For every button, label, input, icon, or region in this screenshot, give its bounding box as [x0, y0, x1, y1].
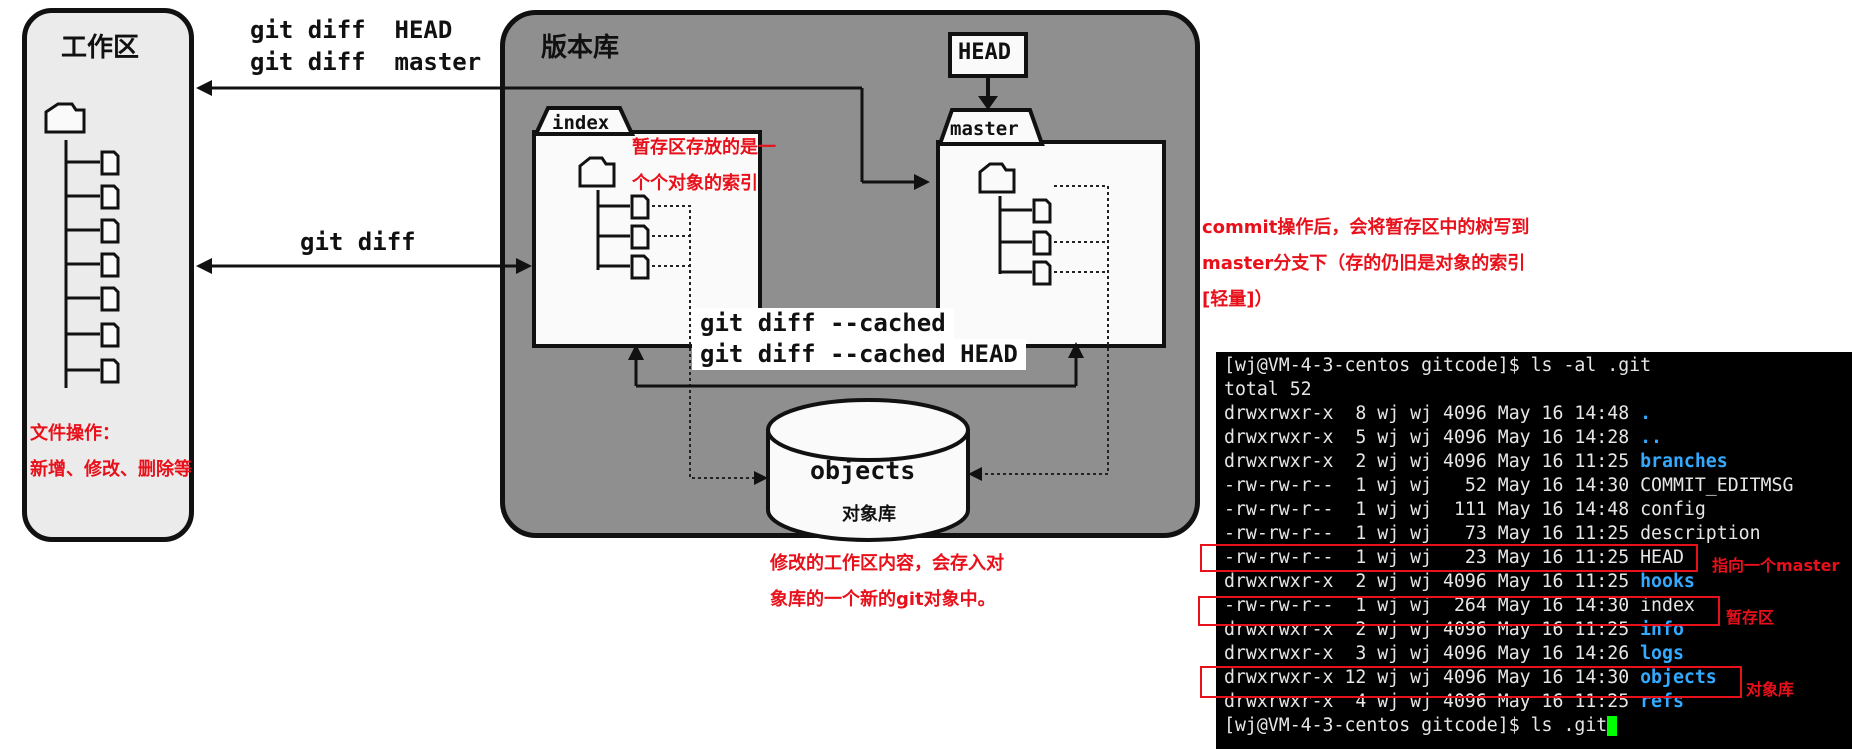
index-pointer-note: 暂存区: [1726, 608, 1775, 627]
head-highlight-box: [1200, 544, 1698, 572]
file-icon: [1032, 198, 1052, 224]
master-tree: [998, 196, 1032, 274]
cmd-diff-cached: git diff --cached: [692, 308, 954, 339]
file-icon: [1032, 230, 1052, 256]
terminal-line: -rw-rw-r-- 1 wj wj 111 May 16 14:48 conf…: [1224, 498, 1706, 522]
terminal-line-text: -rw-rw-r-- 1 wj wj 73 May 16 11:25 descr…: [1224, 523, 1761, 544]
terminal-dir-name: .: [1640, 403, 1652, 424]
master-files: [978, 162, 1052, 286]
workspace-panel: 工作区: [22, 8, 194, 542]
terminal-line: drwxrwxr-x 12 wj wj 4096 May 16 14:30 ob…: [1224, 666, 1717, 690]
terminal-line: drwxrwxr-x 8 wj wj 4096 May 16 14:48 .: [1224, 402, 1651, 426]
master-folder-tab: [937, 108, 1045, 146]
file-icon: [100, 286, 120, 312]
terminal-line: drwxrwxr-x 3 wj wj 4096 May 16 14:26 log…: [1224, 642, 1684, 666]
terminal-dir-name: objects: [1640, 667, 1717, 688]
objects-pointer-note: 对象库: [1746, 680, 1795, 699]
terminal-line: -rw-rw-r-- 1 wj wj 52 May 16 14:30 COMMI…: [1224, 474, 1793, 498]
index-note-1: 暂存区存放的是一: [632, 137, 776, 158]
terminal-line-text: drwxrwxr-x 5 wj wj 4096 May 16 14:28: [1224, 427, 1641, 448]
workspace-folder-icon: [44, 102, 86, 134]
terminal-line: total 52: [1224, 378, 1312, 402]
index-files: [578, 156, 650, 280]
cmd-diff-master: git diff master: [250, 48, 482, 76]
terminal-line-text: drwxrwxr-x 8 wj wj 4096 May 16 14:48: [1224, 403, 1641, 424]
head-box: [948, 32, 1028, 78]
terminal-line-text: [wj@VM-4-3-centos gitcode]$ ls -al .git: [1224, 355, 1652, 376]
index-tree: [596, 190, 630, 270]
terminal-line-text: drwxrwxr-x 2 wj wj 4096 May 16 11:25: [1224, 451, 1641, 472]
arrow-cached: [628, 342, 1084, 388]
workspace-note-2: 新增、修改、删除等: [30, 459, 192, 480]
master-label: master: [950, 118, 1019, 140]
terminal-line-text: [wj@VM-4-3-centos gitcode]$ ls .git: [1224, 715, 1608, 736]
head-pointer-note: 指向一个master: [1712, 556, 1840, 575]
terminal-line-text: total 52: [1224, 379, 1312, 400]
commit-note-1: commit操作后，会将暂存区中的树写到: [1202, 217, 1530, 238]
index-label: index: [552, 112, 610, 134]
file-icon: [100, 150, 120, 176]
terminal-line-text: drwxrwxr-x 3 wj wj 4096 May 16 14:26: [1224, 643, 1641, 664]
terminal-cursor: [1607, 716, 1618, 736]
workspace-tree: [64, 140, 100, 388]
file-icon: [100, 322, 120, 348]
index-highlight-box: [1198, 596, 1720, 626]
terminal-line: drwxrwxr-x 5 wj wj 4096 May 16 14:28 ..: [1224, 426, 1662, 450]
terminal-line: -rw-rw-r-- 1 wj wj 264 May 16 14:30 inde…: [1224, 594, 1695, 618]
commit-note-2: master分支下（存的仍旧是对象的索引: [1202, 253, 1526, 274]
index-folder-tab: [532, 106, 636, 136]
workspace-files: [44, 102, 120, 384]
terminal-line: -rw-rw-r-- 1 wj wj 23 May 16 11:25 HEAD: [1224, 546, 1684, 570]
cmd-diff: git diff: [300, 228, 416, 256]
file-icon: [1032, 260, 1052, 286]
objects-cylinder: [766, 398, 970, 542]
head-arrowhead: [978, 96, 998, 110]
terminal-dir-name: hooks: [1640, 571, 1695, 592]
terminal-line-text: drwxrwxr-x 2 wj wj 4096 May 16 11:25: [1224, 571, 1641, 592]
objects-arrowheads: [754, 467, 982, 485]
terminal-dir-name: logs: [1640, 643, 1684, 664]
terminal-line: drwxrwxr-x 2 wj wj 4096 May 16 11:25 hoo…: [1224, 570, 1695, 594]
terminal-line-text: -rw-rw-r-- 1 wj wj 264 May 16 14:30 inde…: [1224, 595, 1695, 616]
terminal-line: [wj@VM-4-3-centos gitcode]$ ls -al .git: [1224, 354, 1651, 378]
master-folder-icon: [978, 162, 1016, 194]
terminal-line-text: -rw-rw-r-- 1 wj wj 23 May 16 11:25 HEAD: [1224, 547, 1684, 568]
file-icon: [100, 252, 120, 278]
file-icon: [100, 184, 120, 210]
arrow-diff-head: [196, 80, 930, 190]
cmd-diff-cached-head: git diff --cached HEAD: [692, 339, 1026, 370]
terminal-dir-name: branches: [1640, 451, 1728, 472]
terminal-window[interactable]: [wj@VM-4-3-centos gitcode]$ ls -al .git t…: [1216, 352, 1852, 749]
dotted-links: [652, 185, 1109, 479]
file-icon: [100, 358, 120, 384]
objects-label: objects: [810, 456, 916, 485]
terminal-line-text: -rw-rw-r-- 1 wj wj 111 May 16 14:48 conf…: [1224, 499, 1706, 520]
objects-note-2: 象库的一个新的git对象中。: [770, 589, 996, 610]
index-note-2: 个个对象的索引: [632, 173, 758, 194]
terminal-line: -rw-rw-r-- 1 wj wj 73 May 16 11:25 descr…: [1224, 522, 1761, 546]
terminal-line-text: drwxrwxr-x 12 wj wj 4096 May 16 14:30: [1224, 667, 1641, 688]
workspace-title: 工作区: [61, 33, 140, 63]
file-icon: [630, 224, 650, 250]
arrow-diff: [196, 258, 532, 274]
objects-caption: 对象库: [842, 504, 896, 525]
file-icon: [630, 194, 650, 220]
workspace-note-1: 文件操作：: [30, 423, 120, 444]
terminal-line: drwxrwxr-x 2 wj wj 4096 May 16 11:25 bra…: [1224, 450, 1728, 474]
cmd-diff-head: git diff HEAD: [250, 16, 453, 44]
terminal-line-text: -rw-rw-r-- 1 wj wj 52 May 16 14:30 COMMI…: [1224, 475, 1794, 496]
repository-title: 版本库: [541, 33, 620, 63]
file-icon: [630, 254, 650, 280]
head-label: HEAD: [958, 40, 1011, 65]
file-icon: [100, 218, 120, 244]
objects-highlight-box: [1200, 666, 1742, 698]
index-folder-icon: [578, 156, 616, 188]
terminal-dir-name: ..: [1640, 427, 1662, 448]
commit-note-3: [轻量]）: [1202, 289, 1273, 310]
terminal-line: [wj@VM-4-3-centos gitcode]$ ls .git: [1224, 714, 1618, 738]
objects-note-1: 修改的工作区内容，会存入对: [770, 553, 1004, 574]
